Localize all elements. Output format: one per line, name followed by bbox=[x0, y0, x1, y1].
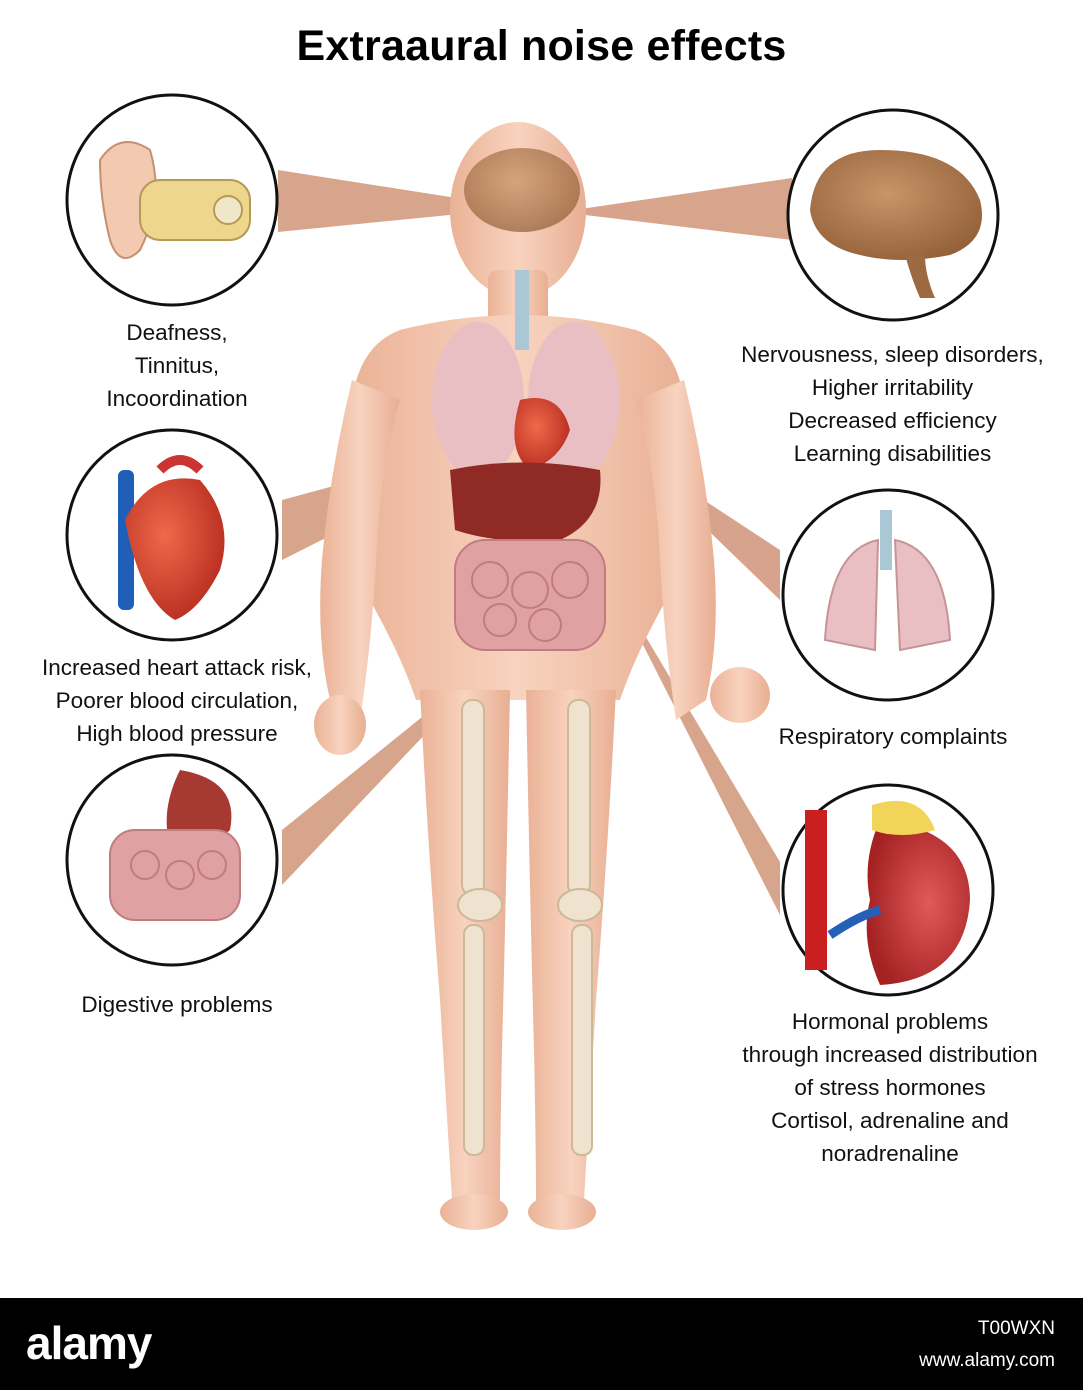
lungs-icon bbox=[823, 538, 880, 652]
inset-digestive bbox=[65, 753, 279, 967]
digestive-system-icon bbox=[109, 829, 241, 921]
pointer-kidney bbox=[600, 560, 780, 915]
brain-in-head bbox=[464, 148, 580, 232]
intestines bbox=[454, 539, 606, 651]
right-arm bbox=[636, 380, 716, 720]
image-id: T00WXN bbox=[977, 1318, 1055, 1339]
brand-logo: alamy bbox=[26, 1317, 152, 1369]
page-title: Extraaural noise effects bbox=[296, 22, 787, 70]
anatomy-illustration bbox=[65, 93, 1000, 1230]
label-brain: Nervousness, sleep disorders, Higher irr… bbox=[741, 342, 1044, 466]
label-kidney: Hormonal problems through increased dist… bbox=[742, 1009, 1038, 1166]
left-arm bbox=[320, 380, 400, 720]
right-hand bbox=[710, 667, 770, 723]
left-hand bbox=[314, 695, 366, 755]
leg-bones bbox=[457, 699, 603, 1156]
footer-bar: alamy T00WXN www.alamy.com bbox=[0, 1298, 1083, 1390]
brain-icon bbox=[810, 150, 982, 260]
inset-heart bbox=[65, 428, 279, 642]
trachea bbox=[515, 270, 529, 350]
right-foot bbox=[528, 1194, 596, 1230]
label-ear: Deafness, Tinnitus, Incoordination bbox=[106, 320, 248, 411]
pointer-ear bbox=[278, 170, 520, 232]
heart-icon bbox=[125, 478, 225, 620]
label-lungs: Respiratory complaints bbox=[778, 724, 1008, 749]
liver bbox=[450, 462, 601, 542]
inset-kidney bbox=[781, 783, 995, 997]
pointer-brain bbox=[560, 178, 792, 240]
inset-ear bbox=[65, 93, 279, 307]
label-heart: Increased heart attack risk, Poorer bloo… bbox=[41, 655, 313, 746]
inset-brain bbox=[786, 108, 1000, 322]
internal-organs bbox=[432, 148, 620, 651]
kidney-adrenal-icon bbox=[866, 820, 970, 985]
left-lung bbox=[432, 322, 524, 478]
footer-url: www.alamy.com bbox=[919, 1350, 1055, 1371]
label-digestive: Digestive problems bbox=[81, 992, 273, 1017]
inset-lungs bbox=[781, 488, 995, 702]
body-heart bbox=[514, 398, 570, 470]
stomach bbox=[166, 770, 232, 846]
left-foot bbox=[440, 1194, 508, 1230]
